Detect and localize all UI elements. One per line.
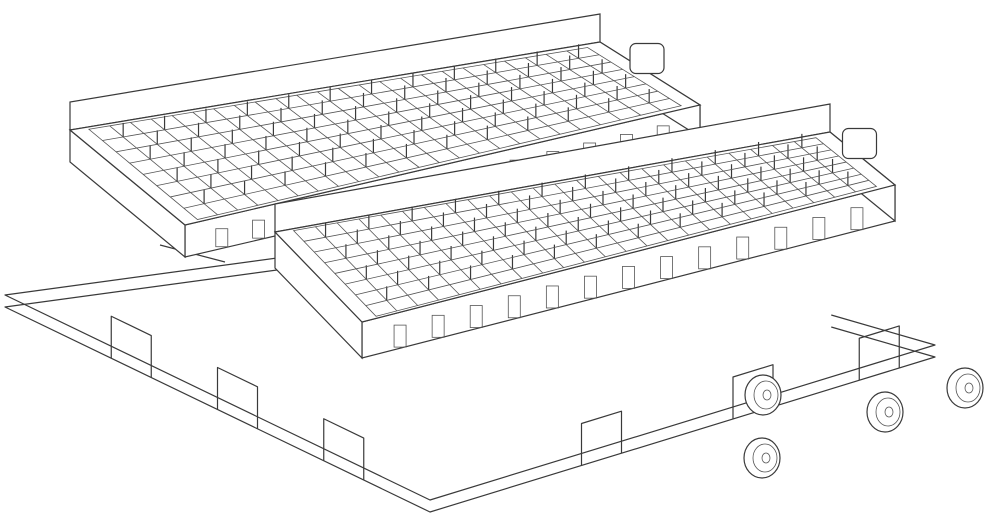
grid-line: [303, 143, 824, 242]
grid-line: [324, 155, 839, 264]
wheel-axle: [762, 389, 772, 401]
frame-upright: [580, 410, 623, 466]
tray-floor: [68, 41, 702, 226]
wall-slot: [774, 226, 788, 250]
frame-upright: [858, 325, 900, 381]
wall-slot: [698, 246, 712, 270]
grid-line: [365, 179, 869, 306]
wall-slot: [545, 285, 559, 309]
wall-slot: [622, 265, 635, 289]
grid-line: [115, 61, 612, 153]
frame-upright: [216, 366, 259, 429]
wheel-hub: [955, 373, 981, 403]
wheel-axle: [761, 452, 771, 464]
wall-slot: [215, 228, 229, 248]
grid-line: [102, 54, 600, 141]
wall-slot: [507, 295, 521, 319]
tray-handle: [629, 42, 665, 75]
frame-upright: [323, 418, 365, 481]
grid-line: [170, 90, 658, 198]
wall-slot: [469, 305, 483, 328]
tray-handle: [841, 127, 878, 160]
wall-slot: [584, 275, 597, 299]
wheel-axle: [884, 406, 894, 418]
wheel-axle: [964, 382, 974, 394]
wall-slot: [393, 324, 407, 348]
grid-line: [334, 161, 847, 274]
wheel-hub: [752, 443, 778, 473]
wire-frame: [4, 224, 936, 513]
grid-line: [183, 98, 670, 209]
grid-line: [156, 83, 647, 187]
wheels: [743, 367, 984, 479]
wheel-hub: [875, 397, 901, 427]
wall-slot: [812, 217, 826, 240]
grid-line: [355, 173, 862, 296]
tray-floor: [273, 131, 897, 323]
grid-line: [129, 68, 623, 164]
wall-slot: [431, 314, 445, 338]
frame-upright: [110, 315, 152, 378]
wheel-hub: [753, 380, 779, 410]
frame-rail: [4, 224, 936, 501]
wall-slot: [660, 256, 673, 280]
grid-line: [143, 76, 635, 175]
wall-slot: [252, 219, 265, 239]
grid-line: [345, 167, 854, 285]
tray-rim: [87, 47, 683, 220]
frame-rail: [4, 236, 936, 513]
wall-slot: [850, 207, 864, 231]
wall-slot: [736, 236, 750, 260]
right-tray: [273, 103, 897, 360]
grid-line: [314, 149, 832, 253]
